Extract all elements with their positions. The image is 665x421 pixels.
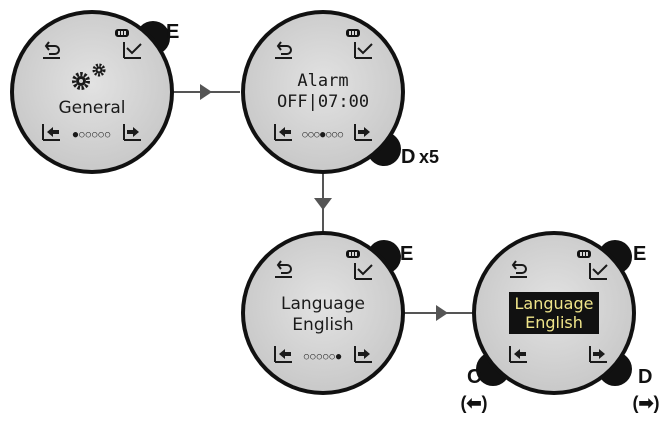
button-label-e: E <box>400 243 413 265</box>
battery-icon <box>577 250 591 258</box>
left-arrow-icon <box>42 124 60 141</box>
watch-screen-language: Language English ○○○○○● E <box>241 231 413 395</box>
screen-title: Language <box>515 294 594 313</box>
page-indicator-dots: ○○○○○● <box>304 352 343 362</box>
watch-screen-language-edit: Language English E C (⬅) D (➡) <box>460 231 660 413</box>
page-indicator-dots: ○○○●○○○ <box>302 130 344 140</box>
watch-screen-alarm: Alarm OFF|07:00 ○○○●○○○ D x5 <box>241 10 439 174</box>
button-d-arrow: (➡) <box>632 393 659 413</box>
left-arrow-icon <box>274 346 292 363</box>
confirm-check-icon <box>354 263 373 280</box>
back-icon <box>43 41 60 59</box>
watch-face <box>14 14 170 170</box>
button-label-d: D <box>638 366 652 388</box>
language-value-selected: English <box>525 313 583 332</box>
confirm-check-icon <box>123 42 142 59</box>
battery-icon <box>346 29 360 37</box>
left-arrow-icon <box>509 346 527 363</box>
screen-title: Alarm <box>297 71 348 91</box>
battery-icon <box>346 250 360 258</box>
watch-screen-general: General ●○○○○○ E <box>10 10 179 174</box>
page-indicator-dots: ●○○○○○ <box>73 130 112 140</box>
alarm-status-value: OFF|07:00 <box>277 92 369 112</box>
battery-icon <box>115 29 129 37</box>
right-arrow-icon <box>123 124 141 141</box>
button-press-count: x5 <box>419 147 439 167</box>
back-icon <box>275 41 292 59</box>
button-label-c: C <box>467 366 481 388</box>
button-label-e: E <box>166 21 179 43</box>
left-arrow-icon <box>274 124 292 141</box>
gear-icon <box>72 63 106 90</box>
right-arrow-icon <box>589 346 607 363</box>
screen-title: Language <box>281 294 365 314</box>
button-c-arrow: (⬅) <box>460 393 487 413</box>
right-arrow-icon <box>354 124 372 141</box>
confirm-check-icon <box>354 42 373 59</box>
language-value: English <box>292 315 353 335</box>
back-icon <box>275 260 292 278</box>
back-icon <box>510 260 527 278</box>
button-label-d: D <box>401 146 415 168</box>
button-label-e: E <box>633 243 646 265</box>
flow-connector-language-to-edit <box>402 305 478 321</box>
flow-connector-general-to-alarm <box>172 84 240 100</box>
screen-title: General <box>59 98 126 118</box>
flow-connector-alarm-to-language <box>314 170 332 240</box>
confirm-check-icon <box>589 263 608 280</box>
highlighted-selection <box>509 292 599 334</box>
right-arrow-icon <box>354 346 372 363</box>
